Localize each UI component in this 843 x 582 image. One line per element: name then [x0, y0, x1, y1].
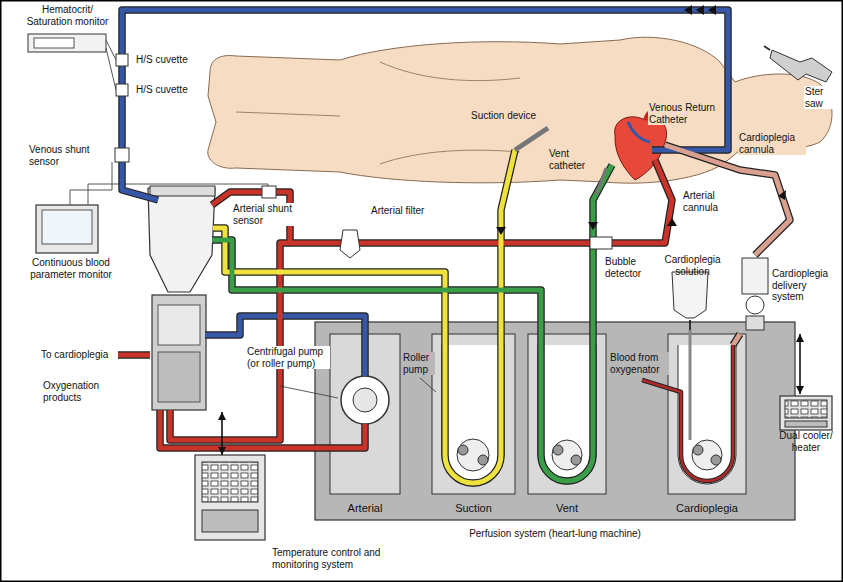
part-label: H/S cuvette [135, 84, 189, 96]
node-label: Continuous blood parameter monitor [30, 257, 112, 280]
part-label: Venous Return Catheter [648, 102, 724, 125]
perfusion-console: Perfusion system (heart-lung machine) Art… [315, 322, 795, 544]
pump-unit: Suction [432, 330, 515, 520]
node-label: Temperature control and monitoring syste… [272, 547, 382, 570]
inline-devices [115, 54, 612, 258]
part-label: Arterial shunt sensor [232, 203, 324, 226]
part-label: Arterial filter [370, 205, 425, 217]
tubing [118, 10, 790, 483]
temperature-control-unit [195, 455, 265, 540]
part-label: Venous shunt sensor [28, 144, 108, 167]
pump-unit: Cardioplegia [668, 330, 746, 520]
node-label: Hematocrit/ Saturation monitor [20, 4, 115, 27]
node-label: Cardioplegia delivery system [772, 268, 836, 303]
solution-bag: Cardioplegia solution [650, 254, 735, 320]
cardioplegia-bag [672, 272, 708, 440]
node-label: Oxygenation products [43, 380, 138, 403]
node-label: Perfusion system (heart-lung machine) [435, 528, 675, 540]
connector [689, 320, 691, 330]
leader-lines [280, 378, 436, 398]
pump-unit: Arterial [330, 330, 400, 520]
sternal-saw [764, 46, 832, 82]
temperature-unit: Temperature control and monitoring syste… [195, 455, 385, 573]
node-label: Cardioplegia solution [650, 254, 735, 277]
monitor-device: Continuous blood parameter monitor [30, 200, 112, 296]
flow-arrows [496, 5, 786, 235]
part-label: Ster saw [804, 86, 840, 109]
delivery-system: Cardioplegia delivery system [736, 252, 838, 334]
pump-unit: Vent [528, 330, 606, 520]
connector [799, 334, 801, 394]
dual-cooler-heater [780, 396, 832, 430]
oxygenator [148, 186, 215, 410]
node-label: Suction [432, 502, 515, 515]
node-label: Dual cooler/ heater [775, 430, 837, 453]
cooler-heater: Dual cooler/ heater [775, 394, 837, 458]
cardioplegia-delivery-device [742, 258, 768, 330]
connector [221, 412, 223, 455]
part-label: Vent catheter [548, 148, 594, 171]
part-label: Arterial cannula [682, 190, 736, 213]
part-label: To cardioplegia [40, 349, 109, 361]
part-label: Cardioplegia cannula [738, 132, 806, 155]
node-label: Cardioplegia [668, 502, 746, 515]
hematocrit-monitor [28, 34, 116, 90]
part-label: Blood from oxygenator [609, 352, 669, 375]
part-label: Roller pump [402, 352, 435, 375]
monitor-device: Hematocrit/ Saturation monitor [20, 4, 115, 56]
part-label: Suction device [470, 110, 537, 122]
part-label: Centrifugal pump (or roller pump) [246, 346, 330, 369]
node-label: Arterial [330, 502, 400, 515]
part-label: H/S cuvette [135, 54, 189, 66]
part-label: Bubble detector [604, 256, 654, 279]
console [315, 322, 795, 520]
patient-body [208, 37, 832, 183]
node-label: Vent [528, 502, 606, 515]
